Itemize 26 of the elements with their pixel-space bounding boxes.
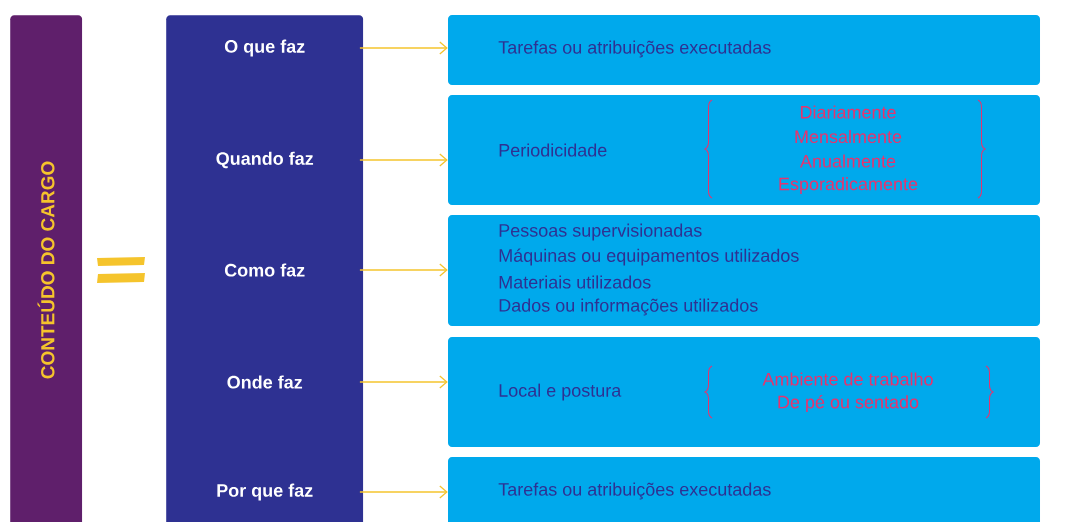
arrow [359, 263, 448, 277]
row-label: Por que faz [217, 483, 313, 501]
list-item: Esporadicamente [779, 177, 918, 194]
list-item: Diariamente [800, 105, 896, 119]
row-label: Quando faz [216, 151, 314, 169]
list-item: Anualmente [800, 154, 896, 168]
row-label: Como faz [224, 263, 305, 277]
box-text: Dados ou informações utilizados [499, 298, 758, 316]
arrow [359, 153, 448, 167]
row-label: Onde faz [227, 375, 303, 389]
column-panel [166, 15, 364, 522]
box-text: Periodicidade [499, 143, 607, 157]
list-item: Mensalmente [795, 129, 902, 144]
list-item: De pé ou sentado [778, 395, 919, 412]
arrow [359, 485, 448, 499]
box-text: Pessoas supervisionadas [499, 223, 702, 241]
bar-title: CONTEÚDO DO CARGO [37, 161, 55, 379]
row-label: O que faz [224, 39, 305, 57]
arrow [359, 41, 448, 55]
list-item: Ambiente de trabalho [762, 372, 933, 386]
box-text: Materiais utilizados [499, 275, 651, 289]
box-text: Local e postura [499, 383, 622, 401]
box-text: Máquinas ou equipamentos utilizados [499, 248, 799, 266]
box-text: Tarefas ou atribuições executadas [498, 40, 771, 58]
arrow [359, 375, 448, 389]
box-text: Tarefas ou atribuições executadas [498, 482, 771, 500]
